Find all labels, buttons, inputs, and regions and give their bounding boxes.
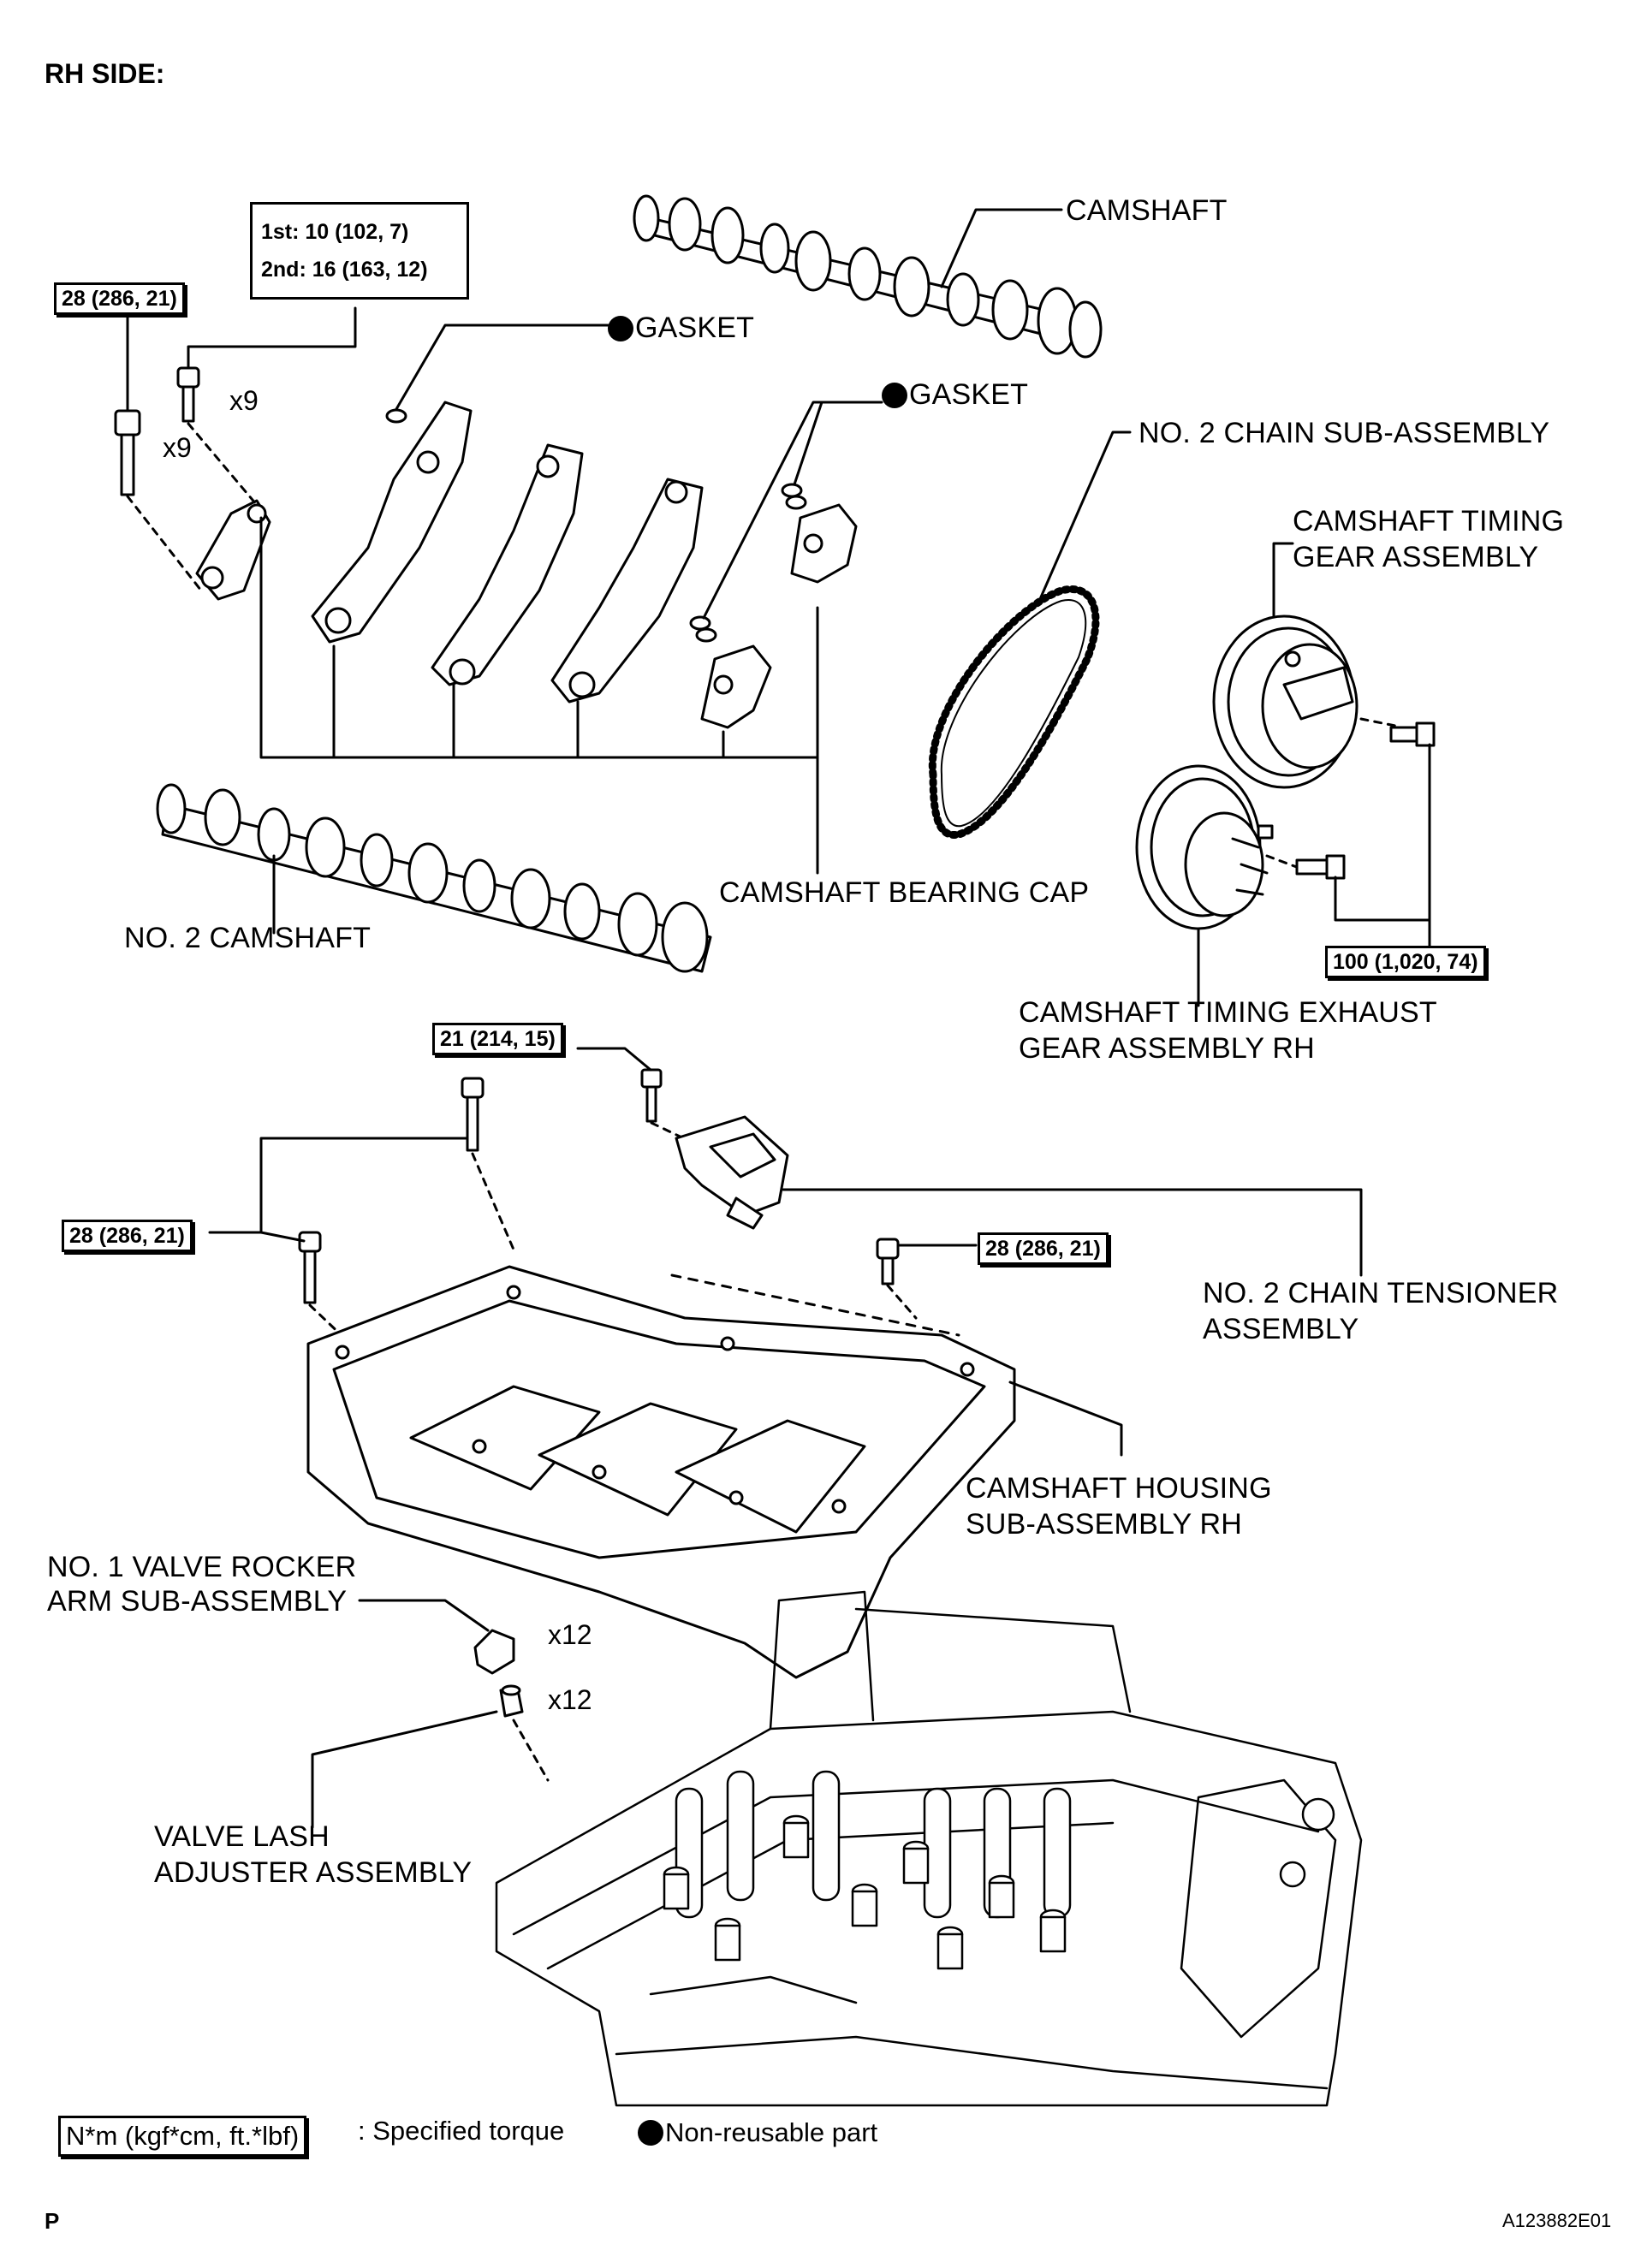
label-tensioner-line2: ASSEMBLY (1203, 1313, 1359, 1345)
torque-2nd-stage: 2nd: 16 (163, 12) (261, 258, 428, 282)
torque-housing-bolt-left: 28 (286, 21) (62, 1220, 193, 1252)
legend-nonreusable-text: Non-reusable part (665, 2117, 878, 2147)
label-bearing-cap: CAMSHAFT BEARING CAP (719, 876, 1090, 909)
label-no2-chain: NO. 2 CHAIN SUB-ASSEMBLY (1139, 417, 1550, 449)
torque-tensioner-bolt: 21 (214, 15) (432, 1023, 563, 1055)
label-lash-line2: ADJUSTER ASSEMBLY (154, 1856, 473, 1889)
cylinder-head-drawing (495, 1590, 1363, 2107)
nonreusable-dot-icon (608, 316, 633, 341)
label-housing-line1: CAMSHAFT HOUSING (966, 1472, 1272, 1505)
label-timing-gear-line1: CAMSHAFT TIMING (1293, 505, 1565, 537)
legend-torque-desc: : Specified torque (358, 2116, 565, 2146)
gasket-label-text: GASKET (909, 378, 1029, 411)
torque-housing-bolt-right: 28 (286, 21) (978, 1232, 1109, 1265)
label-housing-line2: SUB-ASSEMBLY RH (966, 1508, 1242, 1541)
label-timing-gear-line2: GEAR ASSEMBLY (1293, 541, 1539, 573)
camshaft-housing-drawing (306, 1265, 1016, 1679)
cap-bolts-drawing (114, 366, 259, 592)
footer-left: P (45, 2208, 60, 2234)
bearing-caps-drawing (195, 401, 858, 729)
gasket-label-text: GASKET (635, 312, 755, 344)
footer-right: A123882E01 (1502, 2210, 1612, 2231)
label-rocker-line2: ARM SUB-ASSEMBLY (47, 1585, 348, 1618)
label-lash-line1: VALVE LASH (154, 1820, 330, 1853)
label-gasket-2: GASKET (882, 377, 1028, 413)
nonreusable-dot-icon (638, 2120, 663, 2146)
page-title: RH SIDE: (45, 58, 165, 89)
qty-x12-lash: x12 (548, 1684, 592, 1715)
torque-cap-bolt-stages: 1st: 10 (102, 7) 2nd: 16 (163, 12) (250, 202, 469, 300)
label-gasket-1: GASKET (608, 310, 754, 346)
qty-x9-upper: x9 (229, 385, 259, 416)
label-camshaft: CAMSHAFT (1066, 194, 1228, 227)
torque-1st-stage: 1st: 10 (102, 7) (261, 220, 409, 244)
camshaft-drawing (633, 194, 1103, 359)
label-exhaust-gear-line1: CAMSHAFT TIMING EXHAUST (1019, 996, 1437, 1029)
gaskets-drawing (385, 324, 883, 643)
nonreusable-dot-icon (882, 383, 907, 408)
legend-nonreusable: Non-reusable part (638, 2116, 877, 2150)
chain-drawing (928, 430, 1132, 839)
qty-x12-rocker: x12 (548, 1619, 592, 1650)
bearing-cap-leaders (259, 516, 819, 875)
timing-gear-drawing (1212, 614, 1436, 789)
label-exhaust-gear-line2: GEAR ASSEMBLY RH (1019, 1032, 1315, 1065)
torque-cap-bolt-end: 28 (286, 21) (54, 282, 185, 315)
exhaust-gear-drawing (1135, 764, 1346, 930)
label-rocker-line1: NO. 1 VALVE ROCKER (47, 1551, 357, 1583)
rocker-lash-drawing (473, 1629, 550, 1782)
label-no2-camshaft: NO. 2 CAMSHAFT (124, 922, 372, 954)
label-tensioner-line1: NO. 2 CHAIN TENSIONER (1203, 1277, 1559, 1309)
torque-gear-bolt: 100 (1,020, 74) (1325, 946, 1486, 978)
no2-camshaft-drawing (156, 783, 712, 973)
tensioner-drawing (640, 1068, 789, 1230)
qty-x9-lower: x9 (163, 432, 192, 463)
legend-torque-unit: N*m (kgf*cm, ft.*lbf) (58, 2116, 307, 2157)
housing-bolts-drawing (298, 1077, 918, 1363)
